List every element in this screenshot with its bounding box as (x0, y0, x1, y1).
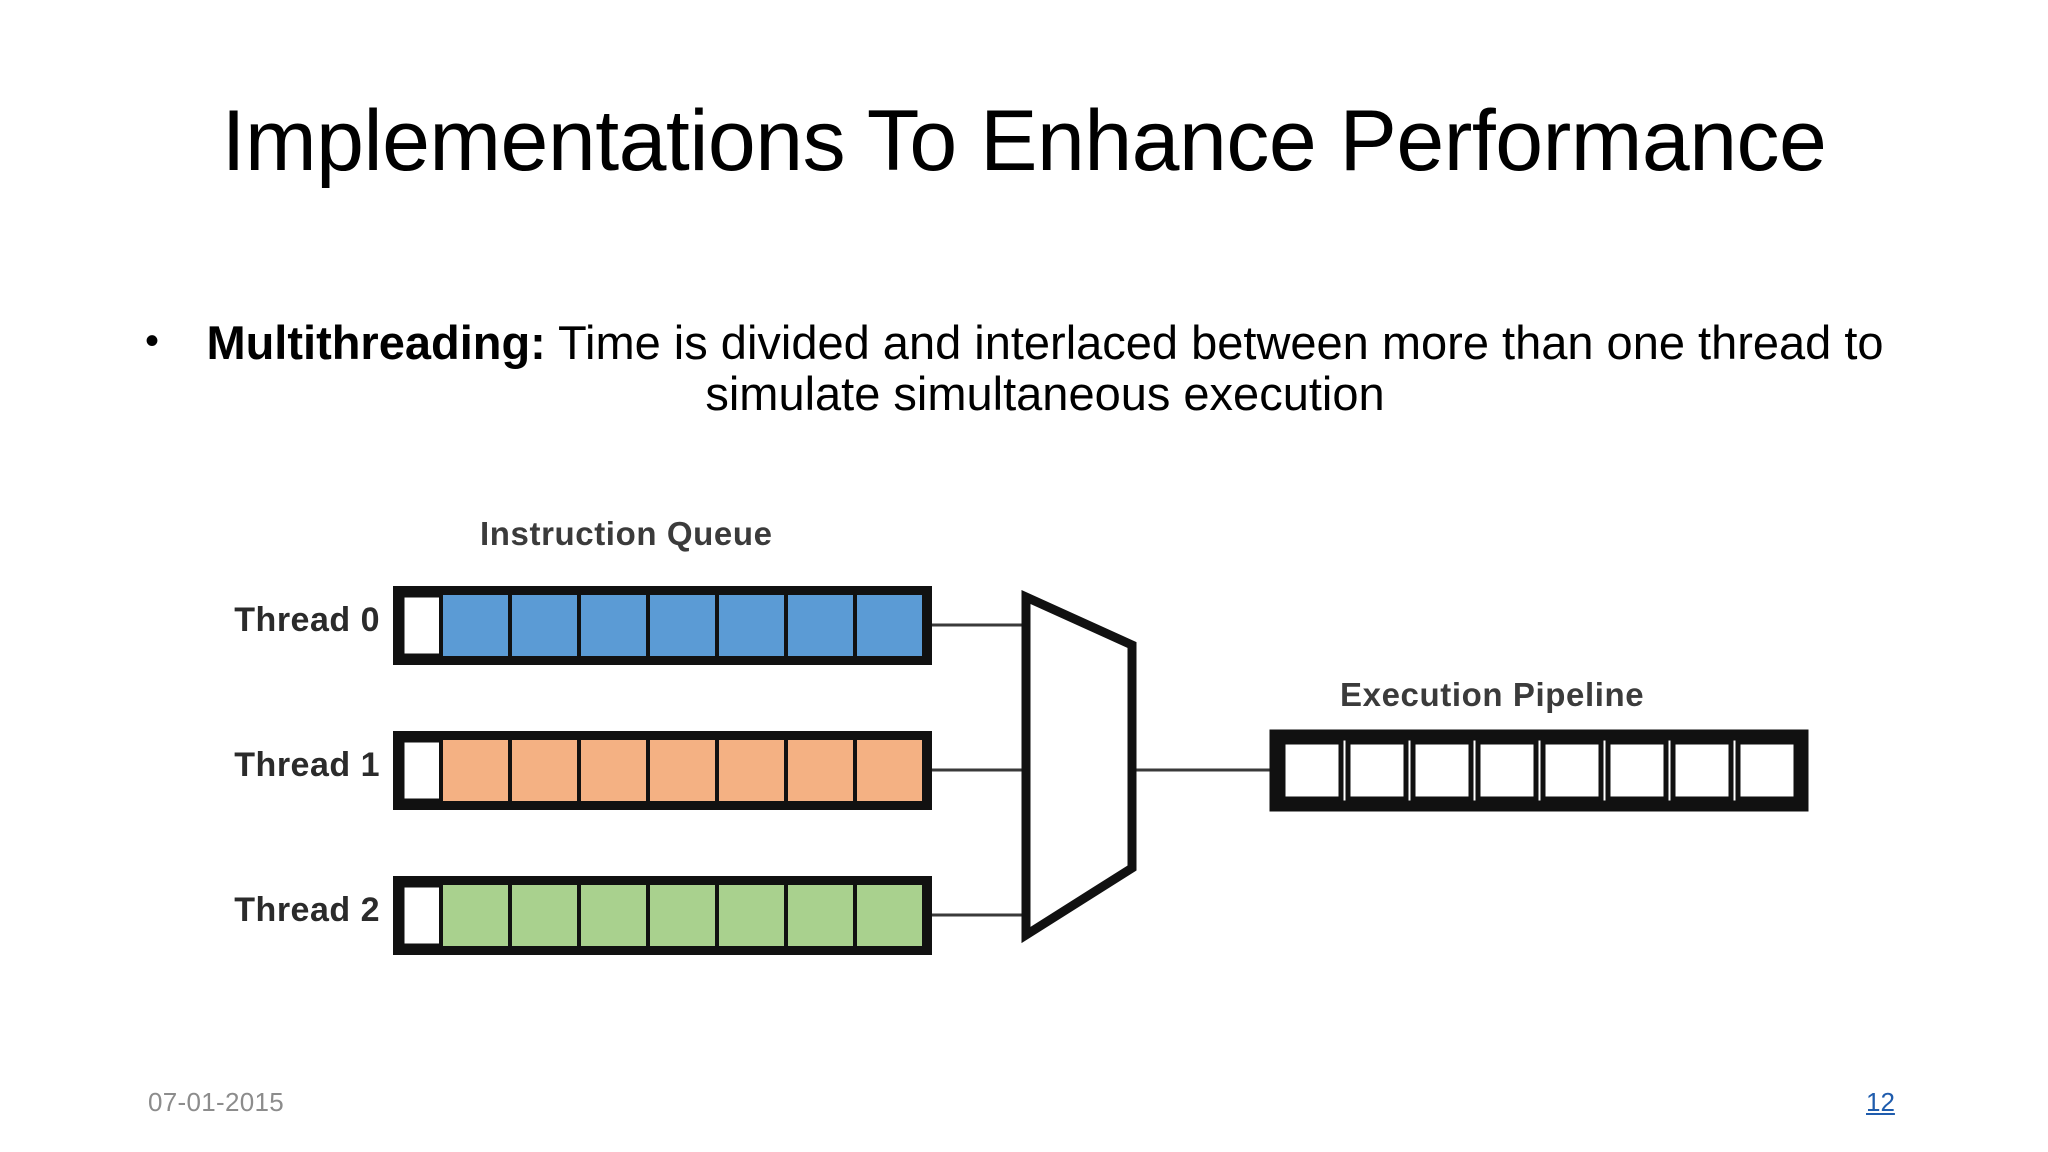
body-content: • Multithreading: Time is divided and in… (145, 316, 1905, 420)
footer-page-number-link[interactable]: 12 (1866, 1087, 1895, 1117)
multithreading-diagram (0, 460, 2048, 1020)
execution-pipeline-label: Execution Pipeline (1340, 676, 1645, 713)
thread-queue-1 (393, 731, 932, 810)
multiplexer-shape (1021, 590, 1137, 944)
footer-date: 07-01-2015 (148, 1087, 284, 1117)
bullet-item: • Multithreading: Time is divided and in… (145, 316, 1905, 420)
thread-1-label: Thread 1 (234, 746, 380, 784)
thread-queue-2 (393, 876, 932, 955)
thread-2-label: Thread 2 (234, 891, 380, 929)
bullet-body-text: Time is divided and interlaced between m… (545, 316, 1884, 420)
execution-pipeline (1269, 729, 1809, 812)
bullet-lead-label: Multithreading: (206, 316, 546, 369)
page-title: Implementations To Enhance Performance (221, 93, 1827, 189)
diagram-graphics (393, 586, 1809, 955)
instruction-queue-label: Instruction Queue (480, 515, 773, 552)
thread-queue-0 (393, 586, 932, 665)
bullet-text: Multithreading: Time is divided and inte… (185, 316, 1905, 420)
bullet-marker: • (145, 319, 160, 363)
thread-0-label: Thread 0 (234, 601, 380, 639)
